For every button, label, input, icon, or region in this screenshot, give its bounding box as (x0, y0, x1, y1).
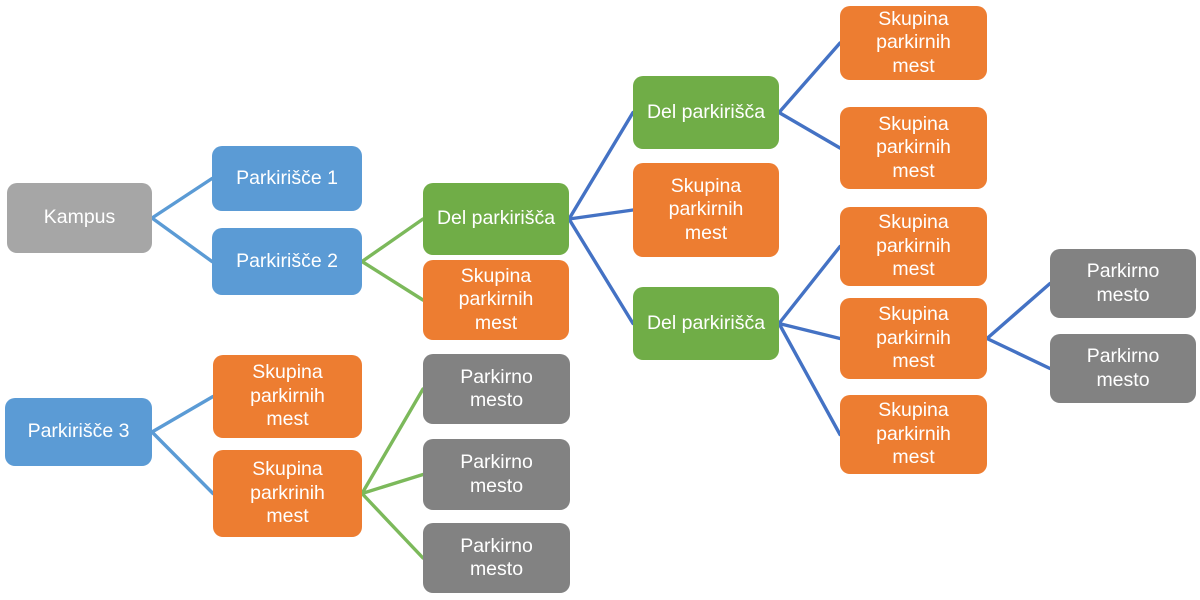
node-del1: Del parkirišča (423, 183, 569, 255)
node-label-line: Skupina (878, 303, 949, 326)
connector-line-del2-sk1 (777, 41, 842, 115)
node-label-line: parkrinih (250, 481, 325, 504)
connector-line-del3-sk3 (777, 244, 842, 326)
node-label-line: mest (684, 221, 728, 244)
node-label-line: mest (892, 446, 935, 469)
node-label-line: parkirnih (668, 198, 744, 221)
node-label-line: mesto (469, 389, 524, 411)
node-kampus: Kampus (7, 183, 152, 253)
node-label-line: parkirnih (250, 384, 325, 407)
connector-line-del3-sk5 (777, 321, 842, 437)
node-label-line: mesto (1096, 368, 1150, 391)
node-label-line: mest (266, 408, 309, 431)
node-p1: Parkirišče 1 (212, 146, 362, 211)
connector-line-del3-sk4 (777, 321, 842, 341)
node-label-line: Del parkirišča (646, 100, 766, 123)
node-label-line: Skupina (878, 112, 949, 135)
node-label-line: mest (892, 54, 935, 77)
node-label-line: mesto (469, 474, 524, 497)
node-label-line: Skupina (252, 361, 323, 384)
node-label-line: Skupina (460, 264, 532, 287)
connector-line-sk4-pmr1 (985, 281, 1052, 341)
node-label-line: Parkirišče 2 (236, 249, 338, 272)
connector-line-del1-del3 (567, 217, 635, 326)
node-label-line: Del parkirišča (436, 207, 556, 230)
node-label-line: Parkirno (1086, 260, 1160, 283)
connector-line-p2-del1 (360, 217, 425, 264)
connector-line-sk_bl2-pm2 (360, 472, 425, 496)
node-label-line: Parkirno (460, 534, 533, 557)
node-label-line: Skupina (878, 7, 949, 30)
node-label-line: mesto (1096, 283, 1150, 306)
node-label-line: mest (892, 350, 935, 373)
node-label-line: Kampus (43, 206, 116, 229)
connector-line-p3-sk_bl2 (150, 430, 215, 496)
node-label-line: mest (892, 159, 935, 182)
node-label-line: mest (892, 258, 935, 281)
node-label-line: mest (474, 311, 518, 334)
node-label-line: parkirnih (876, 422, 951, 445)
node-label-line: Parkirno (1086, 345, 1160, 368)
connector-line-kampus-p1 (150, 176, 214, 220)
node-label-line: Parkirišče 3 (27, 420, 130, 443)
connector-line-del1-sk_l4 (567, 208, 635, 221)
node-label-line: parkirnih (458, 288, 534, 311)
node-label-line: Skupina (878, 399, 949, 422)
node-del3: Del parkirišča (633, 287, 779, 360)
node-label-line: mesto (469, 558, 524, 580)
connector-line-sk_bl2-pm3 (360, 491, 425, 560)
node-label-line: Skupina (252, 458, 323, 481)
connector-line-p2-sk_l3 (360, 259, 425, 302)
node-label-line: parkirnih (876, 31, 951, 54)
node-label-line: Parkirno (460, 365, 533, 388)
connector-line-del1-del2 (567, 110, 635, 221)
node-p2: Parkirišče 2 (212, 228, 362, 295)
node-label-line: Parkirno (460, 451, 533, 474)
node-label-line: parkirnih (876, 234, 951, 257)
node-label-line: Skupina (878, 211, 949, 234)
node-label-line: Skupina (670, 174, 742, 197)
node-p3: Parkirišče 3 (5, 398, 152, 466)
connector-line-p3-sk_bl1 (150, 394, 215, 434)
node-label-line: parkirnih (876, 326, 951, 349)
connector-line-kampus-p2 (150, 216, 214, 264)
node-label-line: Del parkirišča (646, 311, 766, 334)
connector-line-sk_bl2-pm1 (360, 387, 425, 496)
node-label-line: mest (266, 505, 309, 528)
node-label-line: Parkirišče 1 (236, 166, 338, 189)
node-label-line: parkirnih (876, 136, 951, 159)
connector-line-sk4-pmr2 (985, 336, 1052, 371)
node-del2: Del parkirišča (633, 76, 779, 149)
connector-line-del2-sk2 (777, 110, 842, 150)
